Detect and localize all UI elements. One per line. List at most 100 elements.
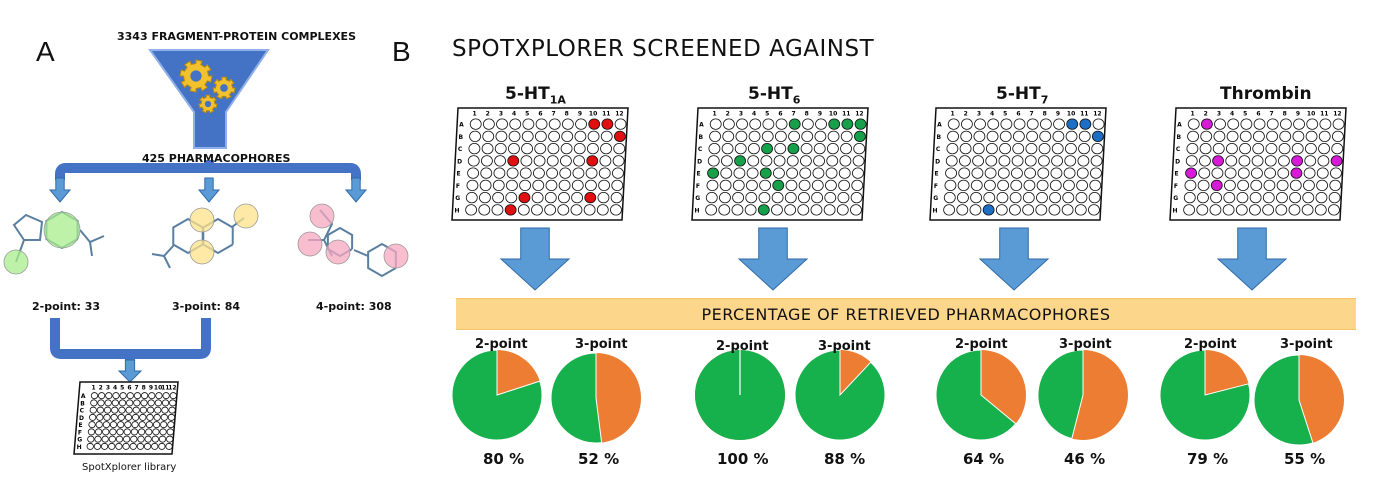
plate-col-label: 1	[91, 385, 95, 392]
pharmacophore-sphere	[297, 231, 323, 257]
well	[1331, 142, 1344, 155]
well	[974, 118, 986, 130]
well	[546, 155, 559, 167]
pie-label: 2-point	[955, 337, 1008, 352]
well	[973, 130, 986, 143]
well	[1024, 167, 1037, 179]
well	[1052, 130, 1065, 143]
well	[958, 167, 971, 179]
plate-col-label: 2	[486, 111, 490, 118]
pie-chart	[695, 350, 785, 440]
plate-col-label: 8	[142, 385, 146, 392]
target-name: 5-HT	[505, 84, 550, 104]
well	[1078, 142, 1090, 155]
pie-slice-retrieved	[794, 349, 886, 441]
plate-col-label: 5	[1003, 111, 1007, 118]
well	[469, 118, 482, 130]
well	[969, 204, 982, 216]
well	[709, 118, 722, 130]
target-label-5ht7: 5-HT7	[996, 84, 1048, 106]
pie-chart	[1159, 349, 1251, 441]
plate-col-label: 8	[1043, 111, 1047, 118]
well	[119, 392, 127, 400]
well	[784, 204, 797, 216]
well	[823, 204, 836, 216]
branch-arrow-head	[344, 177, 368, 203]
target-label-5ht6: 5-HT6	[748, 84, 800, 106]
well	[943, 191, 956, 204]
pie-slice-retrieved	[1159, 349, 1251, 441]
well	[532, 179, 545, 192]
plate-row-label: E	[78, 422, 82, 429]
well	[758, 191, 771, 204]
target-subscript: 6	[792, 93, 801, 107]
well	[1249, 204, 1261, 216]
well	[1278, 142, 1291, 155]
well	[154, 406, 162, 414]
well	[481, 142, 494, 155]
plate-row-label: A	[81, 393, 86, 400]
well	[944, 179, 957, 192]
well	[1238, 155, 1251, 167]
well	[959, 142, 972, 155]
plate-row-label: C	[458, 146, 463, 153]
well	[610, 204, 622, 216]
well	[734, 142, 747, 155]
well	[1012, 130, 1025, 143]
well	[558, 191, 570, 204]
well	[1063, 167, 1076, 179]
plate-row-label: H	[933, 207, 938, 214]
pie-percent: 100 %	[717, 450, 769, 468]
pie-slice-retrieved	[1253, 354, 1314, 446]
well	[1266, 118, 1279, 130]
plate-row-label: A	[1177, 122, 1182, 129]
well	[838, 167, 851, 179]
pie-percent: 80 %	[483, 450, 525, 468]
well	[1064, 142, 1077, 155]
well	[1314, 204, 1327, 216]
well	[465, 191, 478, 204]
well	[559, 167, 572, 179]
plate-col-label: 10	[154, 385, 162, 392]
well	[815, 118, 827, 130]
target-name: 5-HT	[748, 84, 793, 104]
well	[481, 155, 493, 167]
well	[1198, 167, 1211, 179]
well	[1293, 118, 1305, 130]
plate-col-label: 4	[113, 385, 117, 392]
plate-col-label: 5	[1243, 111, 1247, 118]
well	[167, 413, 176, 421]
well	[105, 392, 113, 400]
pharmacophore-sphere	[189, 207, 215, 233]
well	[117, 421, 125, 429]
plate-col-label: 5	[120, 385, 124, 392]
well	[86, 442, 94, 450]
well	[125, 406, 133, 414]
hit-well	[518, 191, 531, 204]
pharmacophore-sphere	[43, 211, 81, 249]
well	[1318, 142, 1330, 155]
well	[1224, 179, 1236, 192]
well	[495, 130, 508, 143]
well	[509, 118, 522, 130]
hit-well	[788, 118, 801, 130]
well	[1305, 130, 1318, 143]
well	[1090, 155, 1103, 167]
plate-row-label: E	[457, 171, 461, 178]
pie-slice-retrieved	[451, 349, 543, 441]
well	[93, 442, 102, 450]
well	[1304, 155, 1317, 167]
plate-row-label: G	[933, 195, 938, 202]
plate-col-label: 2	[726, 111, 730, 118]
well	[784, 191, 797, 204]
well	[129, 442, 137, 450]
plate-col-label: 5	[765, 111, 769, 118]
well	[800, 155, 812, 167]
well	[1239, 142, 1251, 155]
well	[600, 142, 612, 155]
well	[161, 406, 169, 414]
well	[147, 399, 155, 407]
well	[1252, 142, 1265, 155]
funnel-title: 3343 FRAGMENT-PROTEIN COMPLEXES	[117, 30, 356, 43]
well	[558, 179, 571, 192]
